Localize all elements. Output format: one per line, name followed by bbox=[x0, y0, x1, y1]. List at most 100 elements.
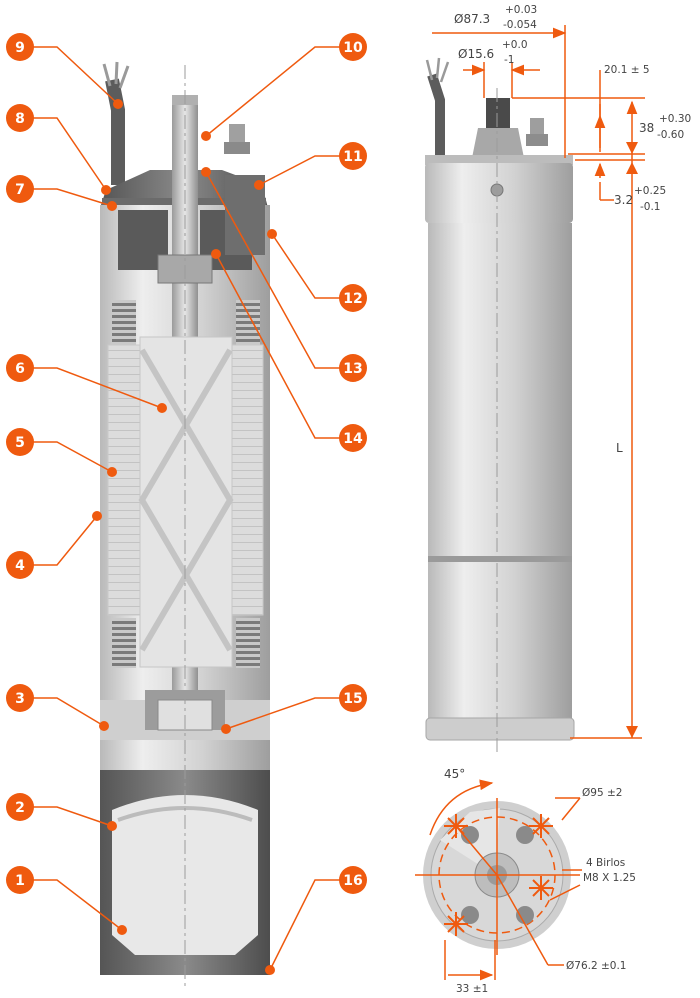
callout-circle-7 bbox=[6, 175, 34, 203]
callout-15: 15 bbox=[339, 684, 367, 712]
callout-dot-10 bbox=[201, 131, 211, 141]
callout-leader-7 bbox=[33, 188, 113, 207]
callout-3: 3 bbox=[6, 684, 34, 712]
callout-number-15: 15 bbox=[343, 691, 362, 707]
callout-leader-13 bbox=[205, 171, 340, 369]
elevation-body bbox=[428, 223, 572, 559]
callout-5: 5 bbox=[6, 428, 34, 456]
callout-dot-14 bbox=[211, 249, 221, 259]
dim-bolts-line2: M8 X 1.25 bbox=[583, 872, 636, 884]
callout-leader-1 bbox=[33, 879, 123, 931]
callout-number-1: 1 bbox=[15, 873, 25, 889]
callout-circle-9 bbox=[6, 33, 34, 61]
callout-leader-5 bbox=[33, 441, 113, 473]
callout-leader-lines bbox=[33, 46, 340, 971]
callout-number-13: 13 bbox=[343, 361, 362, 377]
callout-dot-4 bbox=[92, 511, 102, 521]
callout-circle-12 bbox=[339, 284, 367, 312]
dim-bolt-offset: 33 ±1 bbox=[456, 983, 488, 995]
callout-number-10: 10 bbox=[343, 40, 363, 56]
callout-dot-16 bbox=[265, 965, 275, 975]
callout-dot-7 bbox=[107, 201, 117, 211]
dim-body-diameter-tol-plus: +0.03 bbox=[505, 4, 537, 16]
callout-4: 4 bbox=[6, 551, 34, 579]
callout-leader-12 bbox=[271, 233, 340, 299]
callout-number-9: 9 bbox=[15, 40, 25, 56]
dim-flange-height: 3.2 bbox=[614, 193, 633, 207]
callout-circle-1 bbox=[6, 866, 34, 894]
callout-leader-4 bbox=[33, 515, 98, 566]
callout-1: 1 bbox=[6, 866, 34, 894]
callout-leader-9 bbox=[33, 46, 119, 105]
callout-circle-5 bbox=[6, 428, 34, 456]
callout-8: 8 bbox=[6, 104, 34, 132]
callout-dot-1 bbox=[117, 925, 127, 935]
callout-leader-8 bbox=[33, 117, 107, 191]
dim-flange-height-tol-minus: -0.1 bbox=[640, 201, 661, 213]
dim-overall-length: L bbox=[616, 441, 623, 455]
callout-number-8: 8 bbox=[15, 111, 25, 127]
callout-leader-11 bbox=[258, 155, 340, 186]
callout-leader-16 bbox=[269, 879, 340, 971]
callout-circle-4 bbox=[6, 551, 34, 579]
callout-2: 2 bbox=[6, 793, 34, 821]
callout-number-7: 7 bbox=[15, 182, 25, 198]
winding-top-right bbox=[236, 300, 260, 348]
callout-circle-16 bbox=[339, 866, 367, 894]
rotor bbox=[138, 336, 234, 668]
dim-bolt-angle: 45° bbox=[444, 767, 465, 781]
callout-13: 13 bbox=[339, 354, 367, 382]
callout-circle-13 bbox=[339, 354, 367, 382]
dimension-lines bbox=[432, 25, 645, 739]
dimension-labels: Ø87.3 +0.03 -0.054 Ø15.6 +0.0 -1 20.1 ± … bbox=[444, 4, 691, 995]
dim-shaft-diameter-tol-plus: +0.0 bbox=[502, 39, 528, 51]
callout-leader-15 bbox=[225, 697, 340, 730]
callout-9: 9 bbox=[6, 33, 34, 61]
callout-11: 11 bbox=[339, 142, 367, 170]
callout-leader-dots bbox=[92, 99, 277, 975]
dim-flange-height-tol-plus: +0.25 bbox=[634, 185, 666, 197]
callout-dot-5 bbox=[107, 467, 117, 477]
callout-number-2: 2 bbox=[15, 800, 25, 816]
callout-circle-10 bbox=[339, 33, 367, 61]
callout-number-5: 5 bbox=[15, 435, 25, 451]
callout-circle-11 bbox=[339, 142, 367, 170]
callout-dot-2 bbox=[107, 821, 117, 831]
callout-6: 6 bbox=[6, 354, 34, 382]
dim-shaft-diameter: Ø15.6 bbox=[458, 47, 494, 61]
callout-circle-15 bbox=[339, 684, 367, 712]
callout-number-12: 12 bbox=[343, 291, 362, 307]
cable-bundle bbox=[102, 61, 130, 185]
callout-12: 12 bbox=[339, 284, 367, 312]
callout-leader-2 bbox=[33, 806, 113, 827]
callout-dot-9 bbox=[113, 99, 123, 109]
callout-circle-3 bbox=[6, 684, 34, 712]
winding-top-left bbox=[112, 300, 136, 348]
callout-leader-3 bbox=[33, 697, 105, 727]
dim-shaft-length-tol-plus: +0.30 bbox=[659, 113, 691, 125]
callout-number-14: 14 bbox=[343, 431, 363, 447]
dim-outer-circle: Ø95 ±2 bbox=[582, 787, 622, 799]
callout-circle-8 bbox=[6, 104, 34, 132]
dim-bolt-circle: Ø76.2 ±0.1 bbox=[566, 960, 626, 972]
callout-number-6: 6 bbox=[15, 361, 25, 377]
callout-leader-6 bbox=[33, 367, 163, 409]
callout-circle-2 bbox=[6, 793, 34, 821]
dim-shaft-diameter-tol-minus: -1 bbox=[504, 54, 514, 66]
callout-dot-12 bbox=[267, 229, 277, 239]
callout-7: 7 bbox=[6, 175, 34, 203]
callout-number-3: 3 bbox=[15, 691, 25, 707]
dim-shaft-protrusion: 20.1 ± 5 bbox=[604, 64, 650, 76]
callout-dot-8 bbox=[101, 185, 111, 195]
callout-16: 16 bbox=[339, 866, 367, 894]
callout-leader-10 bbox=[205, 46, 340, 137]
callout-dot-6 bbox=[157, 403, 167, 413]
elevation-shaft bbox=[486, 98, 510, 128]
motor-elevation bbox=[425, 57, 575, 752]
callout-dot-11 bbox=[254, 180, 264, 190]
callout-leader-14 bbox=[215, 253, 340, 439]
callout-number-4: 4 bbox=[15, 558, 25, 574]
callout-dot-13 bbox=[201, 167, 211, 177]
winding-bottom-right bbox=[236, 618, 260, 668]
